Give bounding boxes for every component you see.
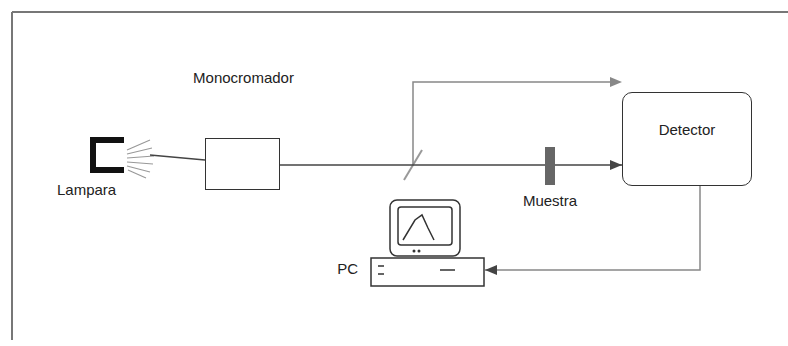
node-label: Monocromador xyxy=(193,69,294,87)
node-label: Detector xyxy=(623,121,751,139)
lamp-label: Lampara xyxy=(57,181,116,199)
node-label: PC xyxy=(337,260,358,278)
reference-beam xyxy=(413,82,612,165)
connector xyxy=(280,165,545,166)
computer: PC xyxy=(370,198,485,288)
node-label: Muestra xyxy=(523,192,577,210)
frame xyxy=(12,12,788,340)
arrowhead xyxy=(610,77,622,87)
monochromator-box: Monocromador xyxy=(205,138,280,190)
connector xyxy=(555,160,622,170)
sample-slab: Muestra xyxy=(545,147,555,185)
computer-icon xyxy=(370,198,485,288)
detector-box: Detector xyxy=(622,92,752,186)
lamp-symbol xyxy=(93,140,205,178)
connector xyxy=(485,186,700,275)
